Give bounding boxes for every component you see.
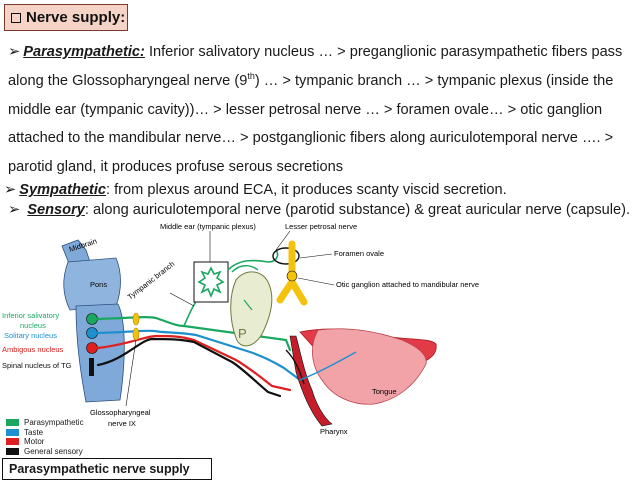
legend-item: General sensory	[6, 447, 84, 457]
superior-ganglion	[132, 312, 140, 326]
paragraph-line-2: along the Glossopharyngeal nerve (9th) ……	[8, 67, 633, 96]
pharynx-label: Pharynx	[320, 427, 348, 436]
foramen-ovale-ring	[272, 247, 300, 265]
sensory-term: Sensory	[27, 202, 85, 218]
otic-ganglion	[286, 270, 298, 282]
pharynx-shape	[312, 328, 427, 405]
paragraph-line-3: middle ear (tympanic cavity))… > lesser …	[8, 101, 603, 118]
paragraph-text: Inferior salivatory nucleus … > pregangl…	[144, 44, 623, 60]
spinal-nucleus	[89, 358, 94, 376]
nerve-supply-diagram: Midbrain Pons Inferior salivatory nucleu…	[2, 222, 479, 436]
postganglionic-fiber	[243, 299, 253, 311]
pointer-line	[275, 230, 291, 251]
sensory-text: : along auriculotemporal nerve (parotid …	[84, 202, 631, 218]
glossopharyngeal-label: Glossopharyngeal	[90, 408, 151, 417]
inferior-salivatory-label: Inferior salivatory	[2, 311, 59, 320]
spinal-label: Spinal nucleus of TG	[2, 361, 72, 370]
legend-label: Motor	[24, 437, 45, 447]
paragraph-line-1: ➢Parasympathetic: Inferior salivatory nu…	[8, 38, 633, 67]
paragraph-text: ) … > tympanic branch … > tympanic plexu…	[254, 72, 614, 89]
sympathetic-text: : from plexus around ECA, it produces sc…	[106, 182, 507, 198]
caption-text: Parasympathetic nerve supply	[9, 462, 190, 476]
taste-branch	[299, 351, 357, 381]
auriculotemporal-nerve	[231, 265, 259, 273]
legend-swatch	[6, 419, 19, 427]
parotid-label: P	[238, 326, 247, 341]
legend-item: Taste	[6, 428, 84, 438]
glossopharyngeal-nerve	[96, 316, 302, 398]
ambiguous-nucleus	[86, 342, 98, 354]
tongue-label: Tongue	[372, 387, 397, 396]
pointer-line	[299, 253, 333, 259]
legend-item: Parasympathetic	[6, 418, 84, 428]
paragraph-line-4: attached to the mandibular nerve… > post…	[8, 130, 614, 147]
legend-swatch	[6, 438, 19, 446]
sensory-branch	[285, 349, 305, 385]
lesser-petrosal-label: Lesser petrosal nerve	[285, 222, 357, 231]
arrow-bullet-icon: ➢	[8, 202, 21, 218]
sympathetic-term: Sympathetic	[19, 182, 107, 198]
superscript: th	[247, 70, 255, 81]
mandibular-nerve	[276, 240, 308, 306]
otic-ganglion-label: Otic ganglion attached to mandibular ner…	[336, 280, 479, 289]
legend-label: Taste	[24, 427, 44, 437]
brainstem	[61, 239, 125, 403]
glossopharyngeal-label-2: nerve IX	[108, 419, 136, 428]
inferior-salivatory-nucleus	[86, 313, 98, 325]
lesser-petrosal-nerve	[227, 249, 279, 271]
tympanic-branch-label: Tympanic branch	[126, 259, 177, 301]
section-header: Nerve supply:	[4, 4, 128, 31]
inferior-ganglion	[132, 327, 140, 341]
paragraph-text: along the Glossopharyngeal nerve (9	[8, 72, 248, 89]
tympanic-plexus	[197, 266, 225, 299]
parasympathetic-term: Parasympathetic:	[23, 44, 145, 60]
paragraph-line-5: parotid gland, it produces profuse serou…	[8, 159, 344, 176]
legend-swatch	[6, 447, 19, 455]
pointer-line	[169, 292, 195, 307]
checkbox-bullet-icon	[11, 12, 21, 23]
stylopharyngeus-muscle	[289, 335, 333, 427]
legend-label: Parasympathetic	[24, 418, 84, 428]
legend-swatch	[6, 428, 19, 436]
solitary-nucleus	[86, 327, 98, 339]
sympathetic-line: ➢Sympathetic: from plexus around ECA, it…	[4, 180, 507, 200]
pons-label: Pons	[90, 280, 107, 289]
middle-ear-label: Middle ear (tympanic plexus)	[160, 222, 256, 231]
legend-label: General sensory	[24, 446, 83, 456]
legend-item: Motor	[6, 437, 84, 447]
foramen-ovale-label: Foramen ovale	[334, 249, 384, 258]
section-title: Nerve supply:	[26, 9, 126, 26]
solitary-label: Solitary nucleus	[4, 331, 57, 340]
pointer-line	[297, 277, 335, 286]
pointer-line	[125, 339, 137, 407]
arrow-bullet-icon: ➢	[4, 182, 17, 198]
ambiguous-label: Ambigous nucleus	[2, 345, 64, 354]
caption-box: Parasympathetic nerve supply	[2, 458, 212, 480]
sensory-line: ➢ Sensory: along auriculotemporal nerve …	[8, 200, 630, 220]
inferior-salivatory-label-2: nucleus	[20, 321, 46, 330]
arrow-bullet-icon: ➢	[8, 44, 21, 60]
parasympathetic-paragraph: ➢Parasympathetic: Inferior salivatory nu…	[8, 38, 633, 182]
